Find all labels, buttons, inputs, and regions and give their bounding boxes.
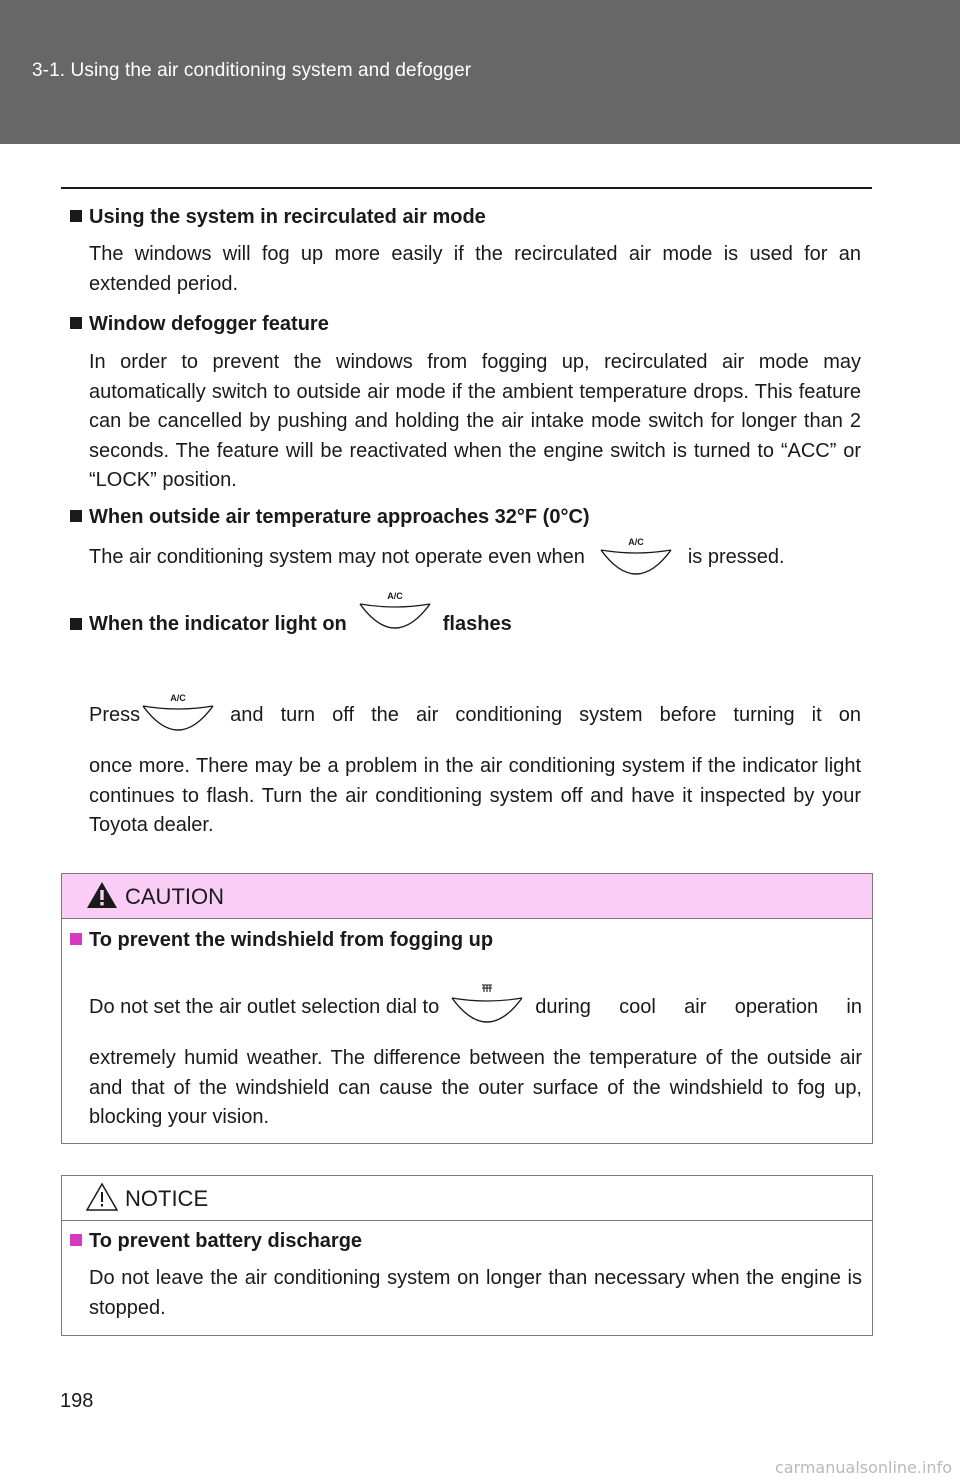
caution-title: CAUTION: [125, 884, 224, 909]
bullet-square-icon: [70, 933, 82, 945]
bullet-square-icon: [70, 210, 82, 222]
watermark: carmanualsonline.info: [774, 1458, 952, 1477]
caution-body-line1: Do not set the air outlet selection dial…: [89, 978, 862, 1032]
page-header: 3-1. Using the air conditioning system a…: [0, 0, 960, 144]
chapter-title: 3-1. Using the air conditioning system a…: [32, 60, 472, 81]
caution-body-rest: extremely humid weather. The difference …: [89, 1047, 862, 1128]
section-body-defogger-feature: In order to prevent the windows from fog…: [89, 351, 861, 491]
svg-text:A/C: A/C: [170, 693, 186, 703]
section-heading-defogger-feature: Window defogger feature: [70, 310, 329, 338]
bullet-square-icon: [70, 618, 82, 630]
ac-button-icon: A/C: [357, 588, 433, 638]
svg-text:A/C: A/C: [387, 591, 403, 601]
section-body-indicator-line1: Press A/C and turn off the air condition…: [89, 686, 861, 740]
section-heading-recirculated: Using the system in recirculated air mod…: [70, 203, 486, 231]
ac-label: A/C: [628, 537, 644, 547]
notice-heading: To prevent battery discharge: [70, 1227, 362, 1255]
notice-title: NOTICE: [125, 1186, 209, 1211]
bullet-square-icon: [70, 317, 82, 329]
section-heading-indicator-flashes: When the indicator light on A/C flashes: [70, 578, 512, 638]
page-number: 198: [60, 1390, 94, 1412]
warning-triangle-icon: [87, 882, 117, 908]
bullet-square-icon: [70, 1234, 82, 1246]
notice-header: NOTICE: [62, 1176, 872, 1221]
section-body-recirculated: The windows will fog up more easily if t…: [89, 243, 861, 295]
bullet-square-icon: [70, 510, 82, 522]
section-heading-outside-temp: When outside air temperature approaches …: [70, 503, 590, 531]
ac-button-icon: A/C: [598, 534, 674, 584]
notice-box: NOTICE To prevent battery discharge Do n…: [61, 1175, 873, 1336]
section-divider: [61, 187, 872, 189]
section-body-indicator-rest: once more. There may be a problem in the…: [89, 755, 861, 836]
ac-button-icon: A/C: [140, 690, 216, 740]
caution-header: CAUTION: [62, 874, 872, 919]
notice-triangle-icon: [86, 1182, 118, 1211]
section-body-outside-temp: The air conditioning system may not oper…: [89, 528, 861, 584]
caution-box: CAUTION To prevent the windshield from f…: [61, 873, 873, 1144]
caution-heading: To prevent the windshield from fogging u…: [70, 926, 493, 954]
defroster-button-icon: [449, 982, 525, 1032]
notice-body: Do not leave the air conditioning system…: [89, 1267, 862, 1319]
